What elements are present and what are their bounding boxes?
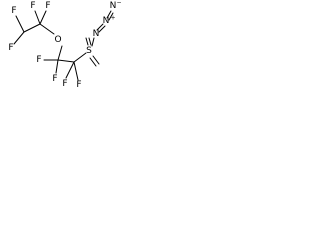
atom-n1: N (93, 29, 100, 39)
bond-c3-f-bottom (55, 59, 59, 74)
bond-n2-n3-a (106, 10, 112, 19)
atom-f-c1-bottom: F (8, 43, 13, 53)
bond-c2-f-right (39, 10, 47, 25)
atom-f-c2-left: F (30, 1, 35, 11)
bond-s-o-top-a (85, 37, 89, 46)
bond-c1-f-top (15, 15, 25, 33)
bond-c4-f-right (73, 61, 79, 81)
atom-f-c1-top: F (11, 6, 16, 16)
bond-o-c3 (57, 45, 63, 61)
bond-c1-c2 (23, 23, 41, 33)
charge-minus-n3: − (116, 0, 121, 7)
bond-n1-n2-a (96, 23, 104, 31)
bond-s-o-bottom-a (89, 57, 97, 67)
bond-c2-f-left (34, 10, 41, 25)
atom-f-c3-bottom: F (52, 74, 57, 84)
atom-f-c2-right: F (45, 1, 50, 11)
atom-sulfur: S (86, 46, 92, 56)
bond-n1-n2-b (98, 25, 106, 33)
atom-labels: F F F F O F F F F S N N + N − (8, 0, 121, 90)
atom-f-c3-left: F (36, 55, 41, 65)
atom-f-c4-right: F (76, 80, 81, 90)
bond-c4-s (73, 52, 87, 63)
chemical-structure: F F F F O F F F F S N N + N − (8, 0, 121, 90)
bond-s-n1 (91, 37, 95, 47)
atom-n2: N (103, 16, 110, 26)
structure-canvas: F F F F O F F F F S N N + N − (0, 0, 121, 92)
atom-n3: N (110, 1, 117, 11)
bonds (13, 10, 114, 81)
atom-f-c4-left: F (62, 79, 67, 89)
bond-n2-n3-b (108, 12, 114, 21)
bond-c4-f-left (65, 61, 75, 79)
atom-o-ether: O (54, 35, 61, 45)
bond-c1-f-bottom (13, 31, 25, 45)
bond-c2-o (39, 23, 55, 35)
charge-plus-n2: + (110, 15, 115, 22)
bond-c3-c4 (57, 59, 75, 63)
bond-s-o-bottom-b (92, 55, 100, 65)
bond-s-o-top-b (88, 37, 92, 46)
